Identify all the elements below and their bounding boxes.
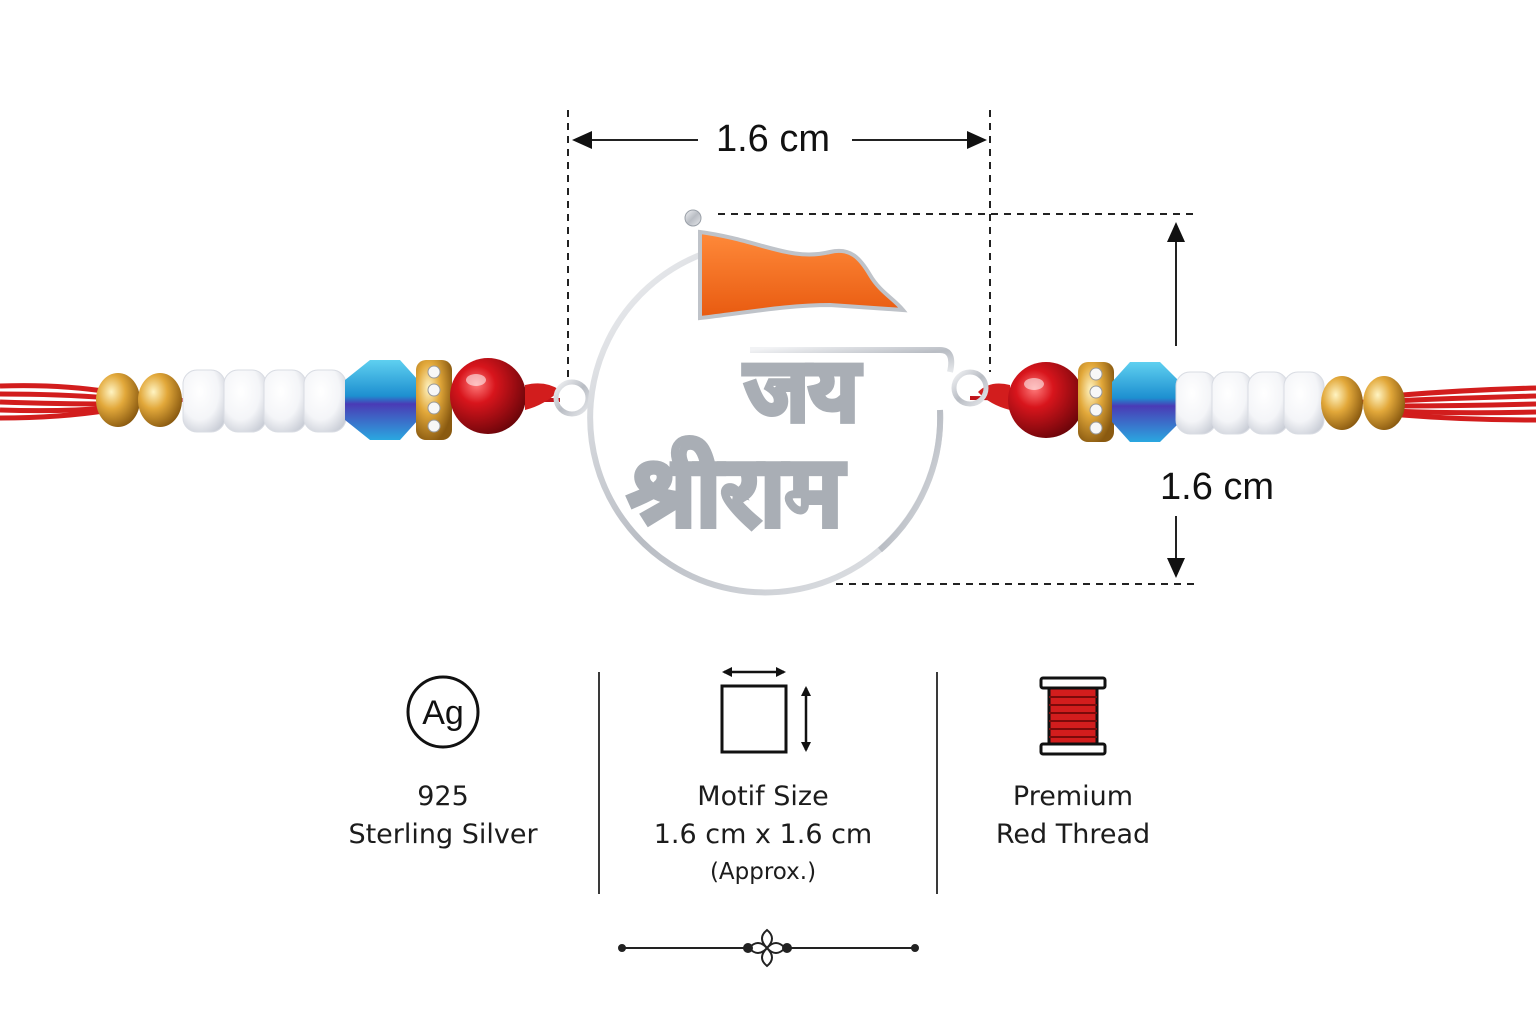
red-thread-left — [0, 383, 111, 421]
gold-bead — [1321, 376, 1363, 430]
pearl-bead — [223, 369, 267, 433]
height-dimension-label: 1.6 cm — [1160, 466, 1275, 508]
pearl-bead — [182, 369, 226, 433]
motif-text-shriram: श्रीराम — [628, 436, 846, 548]
motif-loop-left — [553, 379, 591, 417]
jai-shri-ram-motif: जय श्रीराम — [553, 209, 989, 596]
red-thread-right — [1389, 385, 1536, 423]
feature-silver-line1: 925 — [417, 781, 469, 812]
pearl-bead — [263, 369, 307, 433]
dimension-guides — [567, 110, 1198, 585]
pearl-bead — [1247, 371, 1289, 435]
motif-size-icon — [720, 667, 811, 754]
bead-strand-left — [96, 358, 560, 440]
ornament-divider — [618, 928, 919, 968]
motif-loop-right — [951, 369, 989, 407]
pearl-bead — [1211, 371, 1253, 435]
rhinestone-spacer — [1078, 362, 1114, 442]
rhinestone-spacer — [416, 360, 452, 440]
pearl-bead — [1283, 371, 1325, 435]
pearl-bead — [303, 369, 347, 433]
feature-thread-line2: Red Thread — [995, 819, 1151, 850]
feature-size-line2: 1.6 cm x 1.6 cm — [653, 819, 873, 850]
blue-crystal-bead — [345, 360, 418, 440]
blue-crystal-bead — [1112, 362, 1180, 442]
saffron-flag — [698, 229, 908, 321]
feature-divider — [598, 672, 600, 894]
pearl-bead — [1175, 371, 1217, 435]
gold-bead — [1363, 376, 1405, 430]
feature-divider — [936, 672, 938, 894]
bead-strand-right — [978, 362, 1405, 442]
ag-icon-text: Ag — [422, 694, 464, 732]
red-bead — [1008, 362, 1084, 438]
flag-pole-knob — [684, 209, 702, 227]
red-bead — [450, 358, 526, 434]
feature-thread-line1: Premium — [1012, 781, 1134, 812]
feature-red-thread: Premium Red Thread — [960, 660, 1186, 854]
dimension-arrowheads — [572, 131, 1185, 578]
thread-spool-icon — [1039, 676, 1107, 756]
feature-silver-line2: Sterling Silver — [348, 819, 538, 850]
gold-bead — [96, 373, 140, 427]
gold-bead — [138, 373, 182, 427]
width-dimension-label: 1.6 cm — [715, 118, 831, 160]
feature-size-line3: (Approx.) — [709, 859, 817, 885]
feature-size-line1: Motif Size — [697, 781, 829, 812]
feature-sterling-silver: Ag 925 Sterling Silver — [323, 660, 563, 854]
feature-motif-size: Motif Size 1.6 cm x 1.6 cm (Approx.) — [632, 660, 894, 890]
motif-text-jai: जय — [743, 341, 862, 441]
silver-ag-icon: Ag — [406, 675, 480, 749]
